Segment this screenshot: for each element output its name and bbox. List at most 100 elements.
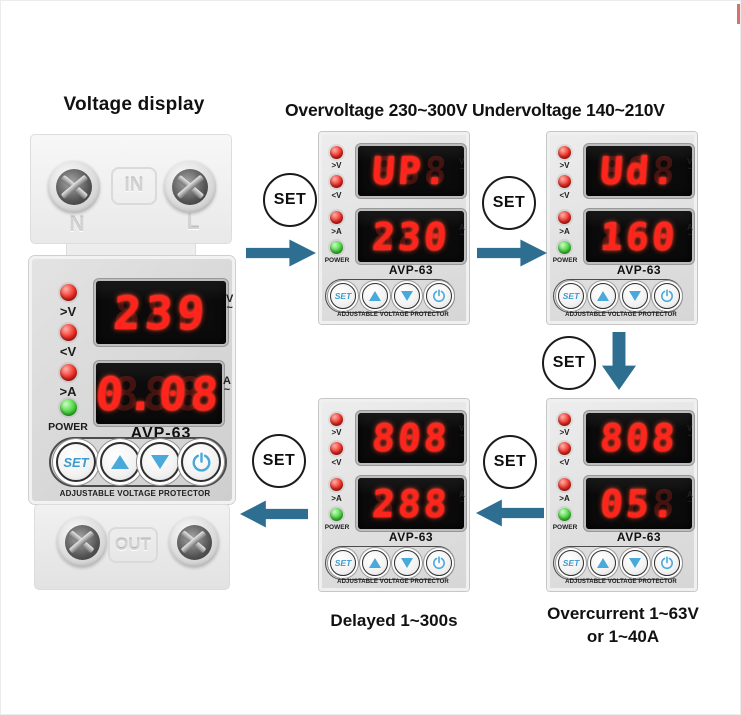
undervoltage-led-label: <V xyxy=(331,191,342,200)
button-row-outline xyxy=(325,546,455,580)
set-button: SET xyxy=(56,442,96,482)
adjustable-voltage-protector-label: ADJUSTABLE VOLTAGE PROTECTOR xyxy=(337,312,449,318)
power-led-icon xyxy=(330,508,343,521)
power-icon xyxy=(661,289,673,302)
undervoltage-led-icon xyxy=(330,175,343,188)
current-unit-label: A ~ xyxy=(687,491,693,506)
overvoltage-undervoltage-caption: Overvoltage 230~300V Undervoltage 140~21… xyxy=(285,100,665,120)
device-overcurrent: >V <V >A POWER 888 808 V ~ 888 05. A ~ A… xyxy=(547,399,697,591)
power-led-label: POWER xyxy=(324,524,350,531)
in-terminal-frame: IN xyxy=(111,167,157,205)
power-led-icon xyxy=(558,241,571,254)
screw-head xyxy=(64,524,100,560)
up-button xyxy=(362,550,388,576)
voltage-display: 888 808 xyxy=(586,413,692,463)
button-row-outline xyxy=(49,437,227,487)
power-led-label: POWER xyxy=(552,524,578,531)
undervoltage-led-label: <V xyxy=(559,458,570,467)
ac-tilde: ~ xyxy=(223,384,231,397)
display-ghost-segments: 888 xyxy=(370,416,452,460)
display-ghost-segments: 888 xyxy=(109,366,209,421)
overcurrent-led-icon xyxy=(330,478,343,491)
adjustable-voltage-protector-label: ADJUSTABLE VOLTAGE PROTECTOR xyxy=(565,312,677,318)
current-display: 888 05. xyxy=(586,478,692,529)
model-label: AVP-63 xyxy=(388,263,434,277)
overvoltage-led-label: >V xyxy=(331,428,342,437)
overcurrent-led-label: >A xyxy=(559,227,570,236)
screw-icon xyxy=(57,517,107,567)
undervoltage-led-icon xyxy=(558,175,571,188)
delayed-caption: Delayed 1~300s xyxy=(330,611,458,630)
amp-letter: A xyxy=(459,223,465,232)
overvoltage-led-icon xyxy=(330,146,343,159)
ac-tilde: ~ xyxy=(687,430,692,440)
flow-arrow-down-icon xyxy=(602,332,636,390)
in-label: IN xyxy=(124,175,144,196)
overvoltage-led-label: >V xyxy=(59,304,77,319)
adjustable-voltage-protector-label: ADJUSTABLE VOLTAGE PROTECTOR xyxy=(59,489,211,498)
triangle-up-icon xyxy=(369,558,381,568)
voltage-unit-label: V ~ xyxy=(459,424,465,440)
display-ghost-segments: 888 xyxy=(370,149,452,193)
voltage-display-value: 808 xyxy=(598,416,680,460)
overcurrent-led-icon xyxy=(60,364,77,381)
set-button-label: SET xyxy=(63,454,89,470)
triangle-down-icon xyxy=(151,455,169,469)
power-led-label: POWER xyxy=(552,257,578,264)
power-led-icon xyxy=(330,241,343,254)
display-ghost-segments: 888 xyxy=(370,214,452,259)
main-device-panel: >V <V >A POWER 888 239 V ~ 888 0.08 A ~ xyxy=(29,256,235,504)
voltage-display-value: 808 xyxy=(370,416,452,460)
display-ghost-segments: 888 xyxy=(598,214,680,259)
current-display-value: 0.08 xyxy=(93,366,225,421)
overvoltage-led-icon xyxy=(558,146,571,159)
out-terminal-frame: OUT xyxy=(108,527,158,563)
ac-tilde: ~ xyxy=(687,496,693,506)
output-terminal-block: OUT xyxy=(34,504,230,590)
input-terminal-block: IN N L xyxy=(30,134,232,244)
overcurrent-caption: Overcurrent 1~63V or 1~40A xyxy=(529,603,717,649)
screw-head xyxy=(176,524,212,560)
triangle-down-icon xyxy=(401,558,413,568)
volt-letter: V xyxy=(459,157,465,166)
power-led-icon xyxy=(60,399,77,416)
triangle-down-icon xyxy=(629,558,641,568)
overvoltage-led-label: >V xyxy=(331,161,342,170)
undervoltage-led-icon xyxy=(60,324,77,341)
volt-letter: V xyxy=(459,424,465,433)
amp-letter: A xyxy=(687,223,693,232)
button-row-outline xyxy=(553,279,683,313)
screw-icon xyxy=(164,161,216,213)
screw-head xyxy=(55,168,93,206)
model-label: AVP-63 xyxy=(616,263,662,277)
set-step-1-badge: SET xyxy=(263,173,317,227)
power-icon xyxy=(433,556,445,569)
up-button xyxy=(100,442,140,482)
volt-letter: V xyxy=(226,293,234,305)
triangle-down-icon xyxy=(401,291,413,301)
flow-arrow-left-2-icon xyxy=(240,500,308,528)
voltage-unit-label: V ~ xyxy=(687,158,692,173)
overvoltage-led-icon xyxy=(60,284,77,301)
overcurrent-led-icon xyxy=(330,211,343,224)
model-label: AVP-63 xyxy=(616,530,662,544)
power-button xyxy=(426,283,452,309)
triangle-up-icon xyxy=(597,558,609,568)
overvoltage-led-icon xyxy=(330,413,343,426)
undervoltage-led-label: <V xyxy=(559,191,570,200)
down-button xyxy=(622,283,648,309)
din-rail-neck xyxy=(66,244,196,258)
voltage-unit-label: V ~ xyxy=(459,157,465,173)
adjustable-voltage-protector-label: ADJUSTABLE VOLTAGE PROTECTOR xyxy=(337,579,449,585)
power-icon xyxy=(661,556,673,569)
voltage-display-value: 239 xyxy=(111,285,211,340)
current-display: 888 0.08 xyxy=(93,363,225,424)
out-label: OUT xyxy=(115,535,151,554)
triangle-up-icon xyxy=(111,455,129,469)
display-ghost-segments: 888 xyxy=(598,149,680,193)
set-button-label: SET xyxy=(334,558,352,568)
power-button xyxy=(181,442,221,482)
overcurrent-caption-line2: or 1~40A xyxy=(586,626,660,646)
current-unit-label: A ~ xyxy=(459,491,465,506)
current-unit-label: A ~ xyxy=(687,223,693,239)
